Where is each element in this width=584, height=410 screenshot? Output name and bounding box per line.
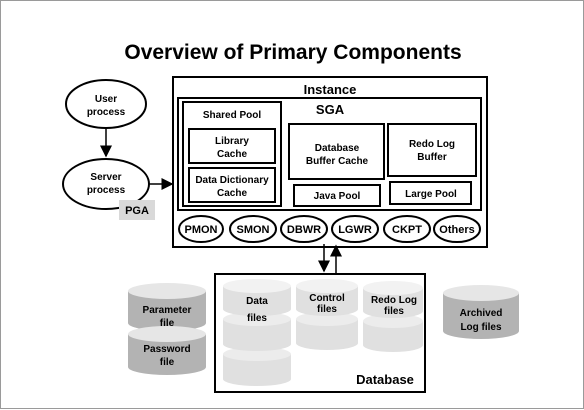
- instance-label: Instance: [304, 82, 357, 97]
- process-dbwr-node: [280, 215, 328, 243]
- library-cache-box: [188, 128, 276, 164]
- process-pmon-node: [178, 215, 224, 243]
- process-others-node: [433, 215, 481, 243]
- database-buffer-cache-label-2: Buffer Cache: [306, 156, 369, 167]
- data-dictionary-cache-label-1: Data Dictionary: [195, 175, 269, 186]
- redo-log-buffer-box: [387, 123, 477, 177]
- library-cache-label-2: Cache: [217, 149, 247, 160]
- redo-log-buffer-label-1: Redo Log: [409, 139, 455, 150]
- data-dictionary-cache-label-2: Cache: [217, 188, 247, 199]
- process-lgwr-node: [331, 215, 379, 243]
- large-pool-label: Large Pool: [405, 189, 457, 200]
- archived-log-files-label-1: Archived: [460, 308, 503, 319]
- password-file-cylinder: [128, 326, 206, 375]
- control-files-label-1: Control: [309, 293, 345, 304]
- java-pool-box: [293, 184, 381, 207]
- archived-log-files-cylinder: [443, 285, 519, 339]
- control-files-cylinder: [296, 279, 358, 350]
- library-cache-label-1: Library: [215, 136, 249, 147]
- redo-log-files-label-1: Redo Log: [371, 295, 417, 306]
- large-pool-box: [389, 181, 472, 205]
- parameter-file-label-1: Parameter: [143, 305, 192, 316]
- server-process-label-2: process: [87, 185, 126, 196]
- data-files-cylinder: [223, 279, 291, 386]
- process-ckpt-node: [383, 215, 431, 243]
- database-label: Database: [356, 372, 414, 387]
- process-lgwr-label: LGWR: [338, 224, 372, 236]
- redo-log-files-label-2: files: [384, 306, 404, 317]
- database-buffer-cache-label-1: Database: [315, 143, 360, 154]
- password-file-label-2: file: [160, 357, 175, 368]
- process-smon-label: SMON: [237, 224, 270, 236]
- data-dictionary-cache-box: [188, 167, 276, 203]
- shared-pool-label: Shared Pool: [203, 110, 262, 121]
- data-files-label-1: Data: [246, 296, 268, 307]
- java-pool-label: Java Pool: [314, 191, 361, 202]
- process-pmon-label: PMON: [185, 224, 218, 236]
- user-process-label-1: User: [95, 94, 117, 105]
- parameter-file-cylinder: [128, 283, 206, 331]
- process-others-label: Others: [439, 224, 474, 236]
- redo-log-files-cylinder: [363, 281, 423, 352]
- background-processes: PMON SMON DBWR LGWR CKPT Others: [178, 215, 481, 243]
- pga-box: [119, 200, 155, 220]
- slide-title: Overview of Primary Components: [124, 41, 461, 64]
- password-file-label-1: Password: [143, 344, 190, 355]
- parameter-file-label-2: file: [160, 318, 175, 329]
- user-process-label-2: process: [87, 107, 126, 118]
- database-buffer-cache-box: [288, 123, 385, 180]
- server-process-label-1: Server: [90, 172, 121, 183]
- sga-label: SGA: [316, 102, 345, 117]
- control-files-label-2: files: [317, 304, 337, 315]
- data-files-label-2: files: [247, 313, 267, 324]
- archived-log-files-label-2: Log files: [460, 322, 502, 333]
- pga-label: PGA: [125, 205, 149, 217]
- redo-log-buffer-label-2: Buffer: [417, 152, 447, 163]
- process-smon-node: [229, 215, 277, 243]
- process-dbwr-label: DBWR: [287, 224, 321, 236]
- process-ckpt-label: CKPT: [392, 224, 422, 236]
